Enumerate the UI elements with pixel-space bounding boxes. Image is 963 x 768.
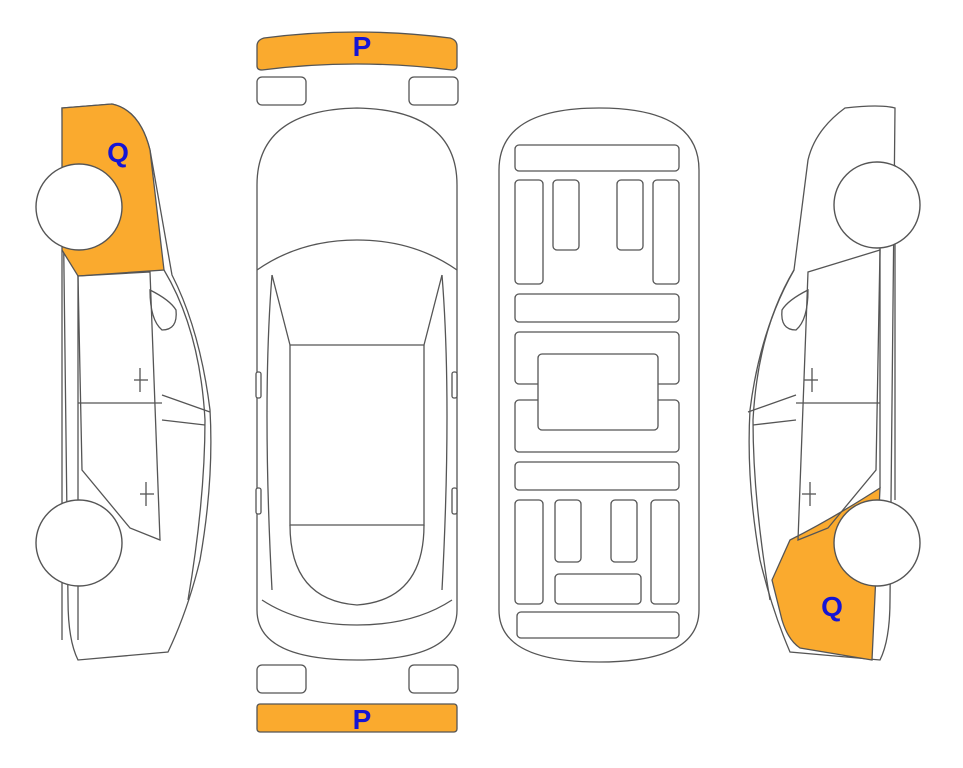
rear-right-light bbox=[408, 664, 459, 694]
rear-left-light bbox=[256, 664, 307, 694]
front-bumper-zone[interactable] bbox=[256, 31, 458, 71]
right-rear-door-handle bbox=[802, 482, 816, 506]
front-left-mirror bbox=[256, 76, 307, 106]
car-left-side-view: Q bbox=[35, 103, 212, 661]
left-rear-door-handle bbox=[140, 482, 154, 506]
car-top-view: P P bbox=[255, 31, 459, 735]
rear-bumper-zone[interactable] bbox=[256, 703, 458, 733]
right-rear-zone-label: Q bbox=[821, 591, 843, 622]
right-front-door-handle bbox=[804, 368, 818, 392]
car-right-side-view: Q bbox=[747, 105, 921, 661]
front-bumper-zone-label: P bbox=[353, 31, 372, 62]
rear-bumper-zone-label: P bbox=[353, 704, 372, 735]
left-front-door-handle bbox=[134, 368, 148, 392]
front-right-mirror bbox=[408, 76, 459, 106]
right-rear-wheel bbox=[833, 499, 921, 587]
left-rear-wheel bbox=[35, 499, 123, 587]
right-front-wheel bbox=[833, 161, 921, 249]
left-front-zone-label: Q bbox=[107, 137, 129, 168]
left-front-wheel bbox=[35, 163, 123, 251]
car-underside-view bbox=[498, 107, 700, 663]
